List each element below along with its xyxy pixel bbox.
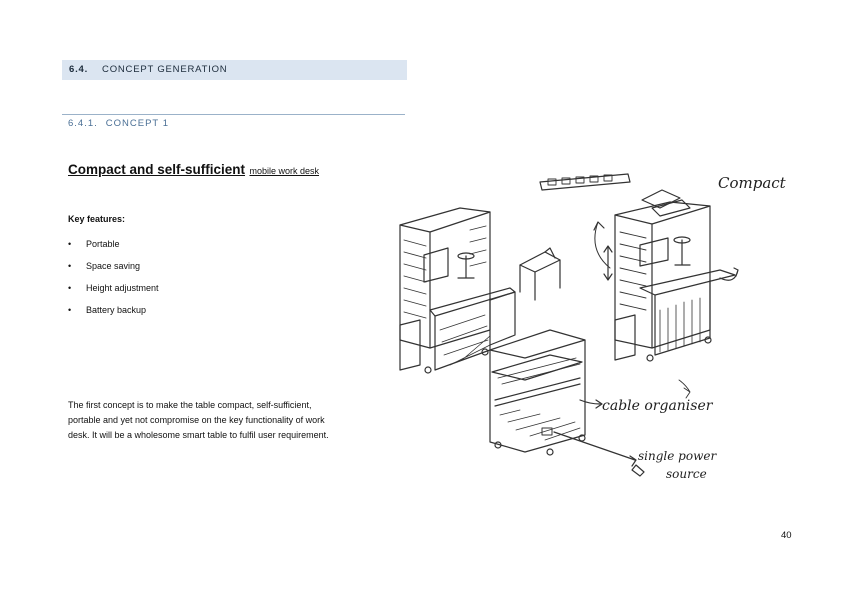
list-item: •Battery backup bbox=[68, 305, 147, 315]
concept-heading-main: Compact and self-sufficient bbox=[68, 162, 246, 177]
left-desk-sketch bbox=[399, 207, 561, 374]
key-features-list: •Portable •Space saving •Height adjustme… bbox=[68, 238, 159, 326]
bullet-icon: • bbox=[68, 261, 72, 271]
subsection-header: 6.4.1. CONCEPT 1 bbox=[68, 118, 169, 129]
bullet-icon: • bbox=[68, 305, 72, 315]
section-number: 6.4. bbox=[69, 64, 89, 75]
list-item: •Height adjustment bbox=[68, 283, 159, 293]
bullet-icon: • bbox=[68, 283, 72, 293]
sketch-label-compact: Compact bbox=[718, 174, 787, 192]
key-features-title: Key features: bbox=[68, 214, 126, 224]
page-number: 40 bbox=[781, 530, 792, 541]
right-desk-sketch bbox=[593, 189, 739, 362]
sketch-label-cable: cable organiser bbox=[602, 398, 714, 414]
center-desk-sketch bbox=[489, 329, 691, 477]
subsection-divider bbox=[62, 114, 405, 115]
concept-heading-sub: mobile work desk bbox=[249, 166, 320, 176]
concept-description: The first concept is to make the table c… bbox=[68, 400, 329, 440]
list-item: •Portable bbox=[68, 239, 120, 249]
sketch-label-power-2: source bbox=[666, 467, 707, 481]
list-item: •Space saving bbox=[68, 261, 141, 271]
section-title: CONCEPT GENERATION bbox=[102, 64, 228, 75]
section-header: 6.4. CONCEPT GENERATION bbox=[62, 60, 407, 80]
subsection-title: CONCEPT 1 bbox=[105, 118, 169, 129]
power-strip-sketch bbox=[539, 173, 631, 191]
concept-heading: Compact and self-sufficient mobile work … bbox=[68, 161, 319, 179]
sketch-label-power-1: single power bbox=[638, 449, 717, 463]
bullet-icon: • bbox=[68, 239, 72, 249]
subsection-number: 6.4.1. bbox=[68, 118, 98, 129]
concept-sketch: Compact cable organiser single power sou… bbox=[399, 173, 787, 481]
